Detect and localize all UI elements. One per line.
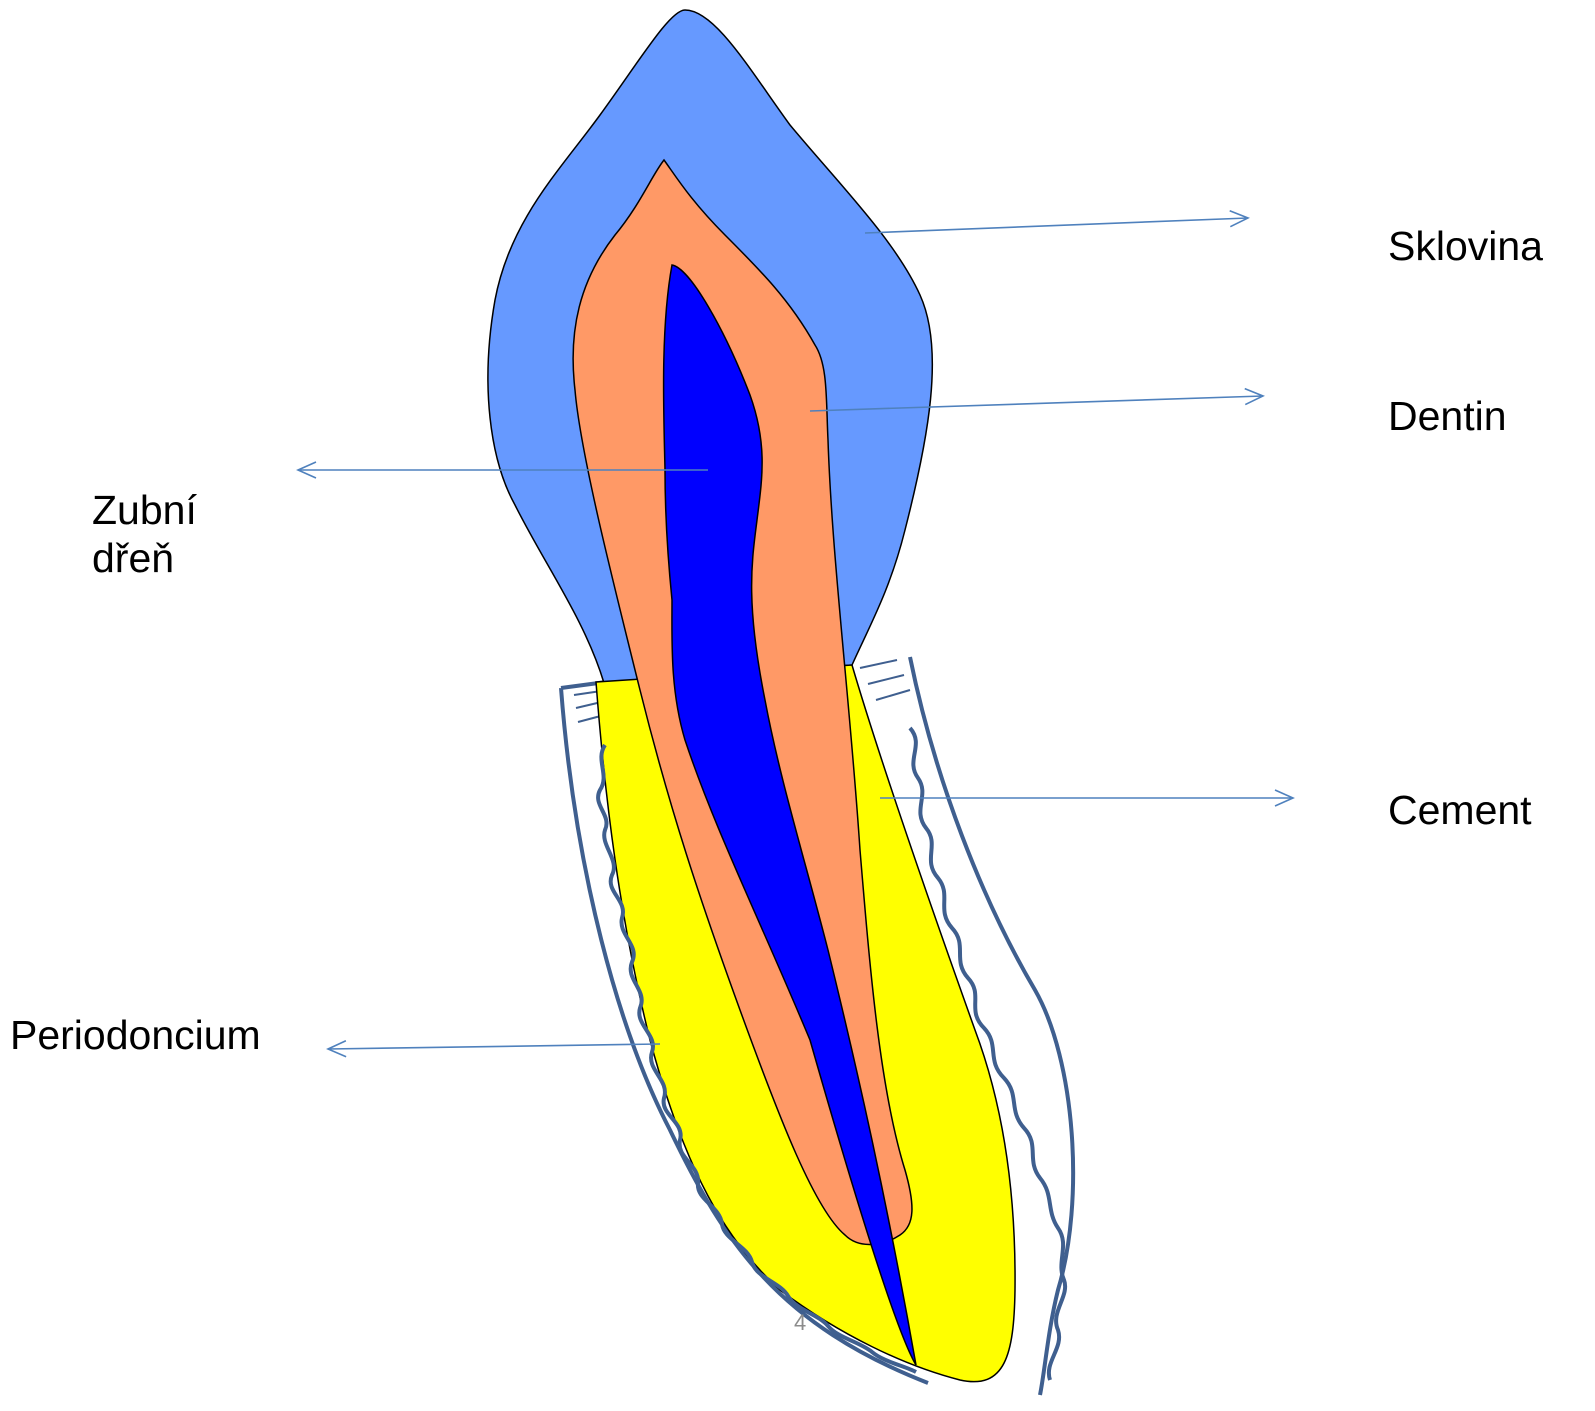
periodontium-label: Periodoncium: [10, 1011, 261, 1059]
pulp-label: Zubní dřeň: [92, 486, 197, 582]
pulp-label-line2: dřeň: [92, 534, 197, 582]
enamel-leader-arrow: [865, 218, 1248, 233]
pulp-label-line1: Zubní: [92, 486, 197, 534]
periodontium-leader-arrow: [328, 1044, 660, 1049]
dentin-label: Dentin: [1388, 392, 1507, 440]
page-number: 4: [794, 1310, 806, 1336]
enamel-label: Sklovina: [1388, 222, 1543, 270]
cementum-label: Cement: [1388, 786, 1532, 834]
gum-lines-right: [860, 660, 910, 700]
